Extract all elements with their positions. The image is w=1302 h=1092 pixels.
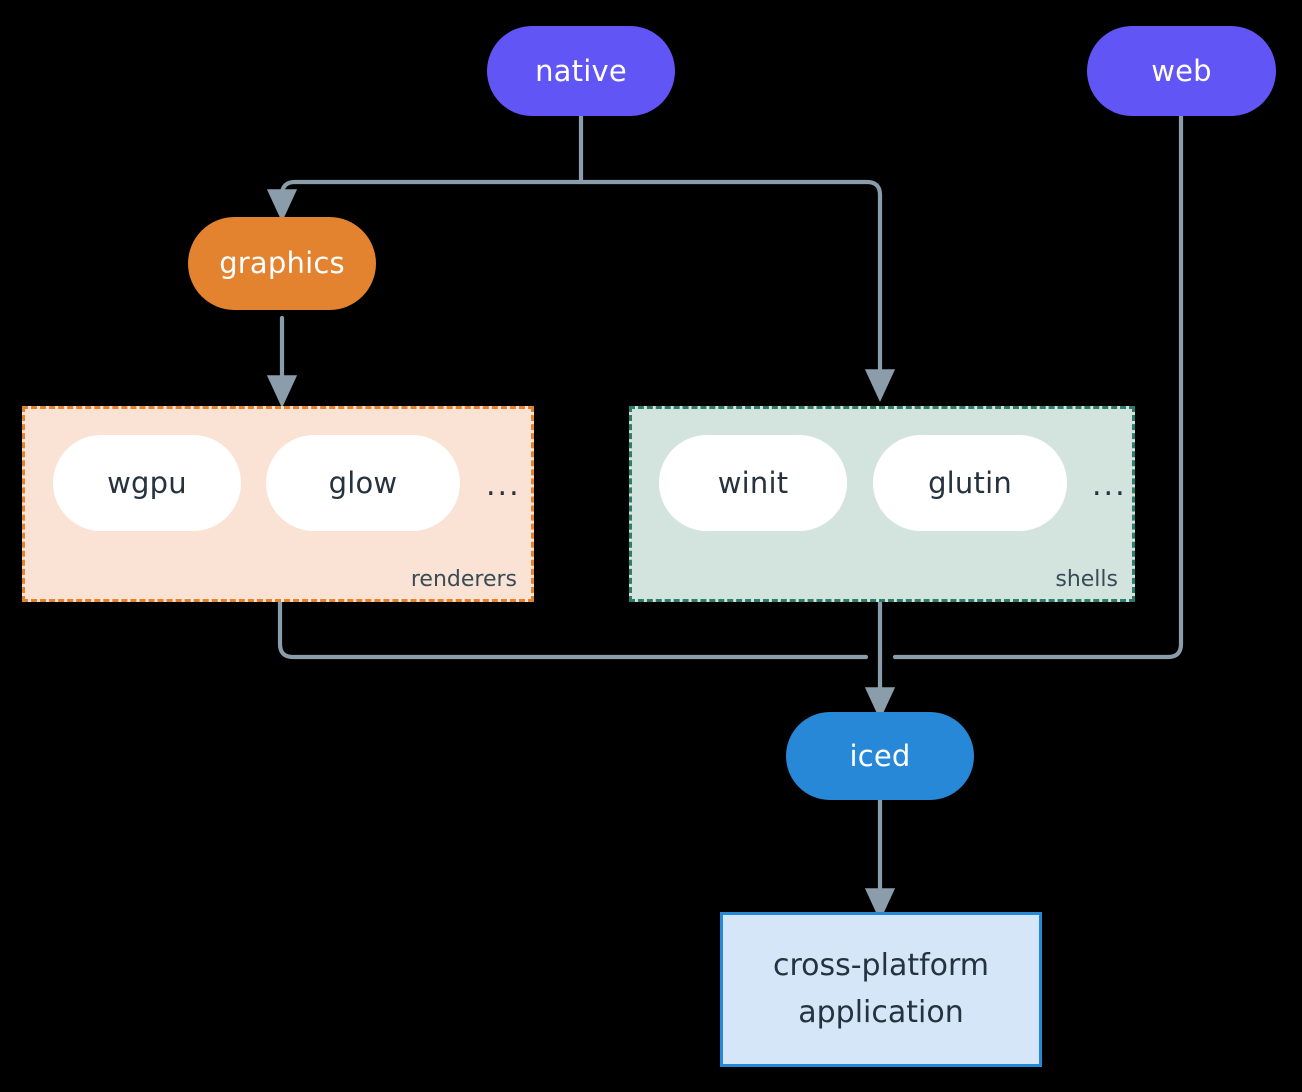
edge-renderers-to-iced [277,599,869,660]
node-glow[interactable]: glow [266,435,460,531]
cluster-label-shells: shells [1055,567,1118,592]
node-web[interactable]: web [1087,26,1276,116]
node-cross-platform-application[interactable]: cross-platform application [720,912,1042,1067]
edge-native-to-shells [578,179,896,402]
node-iced[interactable]: iced [786,712,974,800]
node-glutin[interactable]: glutin [873,435,1067,531]
edge-native-to-graphics [266,179,584,222]
application-label-line2: application [798,994,964,1030]
application-label-line1: cross-platform [772,948,990,983]
node-wgpu[interactable]: wgpu [53,435,241,531]
node-native[interactable]: native [487,26,675,116]
renderers-ellipsis: ... [486,468,521,503]
node-graphics[interactable]: graphics [188,217,376,310]
cluster-shells: winit glutin ... shells [629,406,1135,602]
shells-ellipsis: ... [1092,468,1127,503]
cluster-renderers: wgpu glow ... renderers [22,406,534,602]
node-winit[interactable]: winit [659,435,847,531]
cluster-label-renderers: renderers [410,567,517,592]
